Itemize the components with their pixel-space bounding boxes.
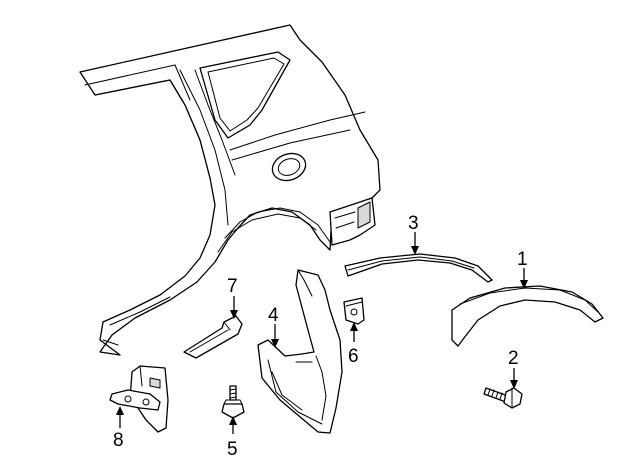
wheel-opening-molding (451, 285, 604, 347)
leader-lines (116, 232, 528, 434)
callout-7: 7 (227, 276, 238, 297)
mud-flap (257, 269, 343, 434)
quarter-panel (79, 24, 381, 356)
mud-flap-bracket (109, 365, 169, 433)
rocker-molding-piece (183, 315, 243, 359)
mud-flap-screw (221, 385, 245, 419)
callout-3: 3 (408, 213, 419, 234)
callout-4: 4 (268, 305, 279, 326)
callout-5: 5 (227, 439, 238, 460)
retainer-clip (343, 297, 365, 325)
callout-8: 8 (113, 430, 124, 451)
callout-labels: 1 2 3 4 5 6 7 8 (113, 213, 528, 460)
molding-bolt (483, 387, 523, 409)
callout-1: 1 (517, 249, 528, 270)
callout-2: 2 (508, 348, 519, 369)
callout-6: 6 (348, 346, 359, 367)
upper-molding-strip (344, 253, 493, 283)
